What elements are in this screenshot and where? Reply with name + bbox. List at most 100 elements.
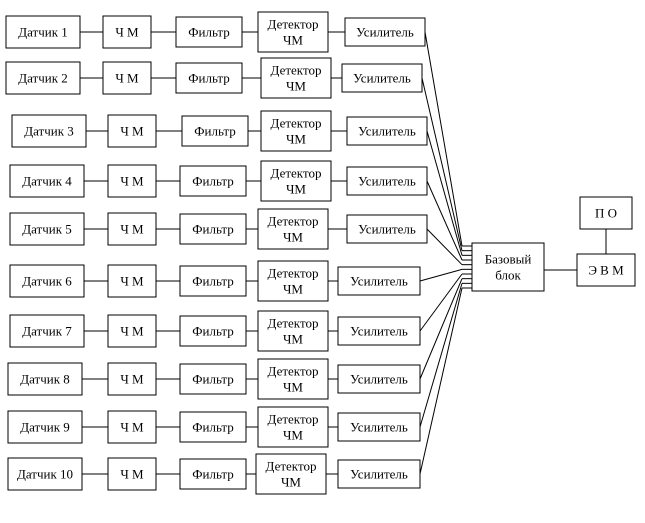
fm-block-5-label: Ч М xyxy=(120,222,144,237)
filter-block-9-label: Фильтр xyxy=(192,420,234,435)
amplifier-block-2-label: Усилитель xyxy=(353,71,411,86)
sensor-block-5-label: Датчик 5 xyxy=(22,222,72,237)
filter-block-8-frame xyxy=(179,363,247,395)
fm-block-3-frame xyxy=(107,114,157,148)
sensor-block-9-frame xyxy=(7,410,83,444)
amplifier-block-5-frame xyxy=(346,214,428,244)
detector-block-3-frame xyxy=(260,110,332,152)
amplifier-block-10-label: Усилитель xyxy=(350,467,408,482)
filter-block-2-label: Фильтр xyxy=(188,71,230,86)
sensor-block-6-label: Датчик 6 xyxy=(22,274,72,289)
sensor-block-4-frame xyxy=(9,164,85,198)
sensor-block-7-label: Датчик 7 xyxy=(22,324,72,339)
connector-amplifier-base-10 xyxy=(419,287,463,475)
filter-block-5-label: Фильтр xyxy=(192,222,234,237)
computer-block: Э В М xyxy=(576,253,636,287)
fm-block-3: Ч М xyxy=(107,114,157,148)
filter-block-3-label: Фильтр xyxy=(194,124,236,139)
filter-block-10-frame xyxy=(179,458,247,490)
fm-block-9: Ч М xyxy=(107,410,157,444)
amplifier-block-2: Усилитель xyxy=(341,63,423,93)
fm-block-9-frame xyxy=(107,410,157,444)
sensor-block-3-label: Датчик 3 xyxy=(24,124,74,139)
sensor-block-8-label: Датчик 8 xyxy=(20,372,70,387)
filter-block-4-frame xyxy=(179,165,247,197)
detector-block-2-frame xyxy=(260,57,332,99)
sensor-block-4-label: Датчик 4 xyxy=(22,174,72,189)
fm-block-5: Ч М xyxy=(107,212,157,246)
filter-block-6-frame xyxy=(179,265,247,297)
fm-block-1-label: Ч М xyxy=(115,25,139,40)
filter-block-1-label: Фильтр xyxy=(188,25,230,40)
detector-block-1-frame xyxy=(257,11,329,53)
software-block-frame xyxy=(579,196,633,230)
detector-block-4-frame xyxy=(260,160,332,202)
sensor-block-7: Датчик 7 xyxy=(9,314,85,348)
sensor-block-6-frame xyxy=(9,264,85,298)
detector-block-2-label-2: ЧМ xyxy=(286,79,306,94)
amplifier-block-1: Усилитель xyxy=(344,17,426,47)
amplifier-block-5: Усилитель xyxy=(346,214,428,244)
sensor-block-3-frame xyxy=(11,114,87,148)
connector-amplifier-base-1 xyxy=(424,31,463,247)
fm-block-4-frame xyxy=(107,164,157,198)
amplifier-block-5-label: Усилитель xyxy=(358,222,416,237)
filter-block-7: Фильтр xyxy=(179,315,247,347)
software-block: П О xyxy=(579,196,633,230)
fm-block-7: Ч М xyxy=(107,314,157,348)
software-block-label: П О xyxy=(595,206,617,221)
detector-block-5-label-1: Детектор xyxy=(268,214,319,229)
amplifier-block-2-frame xyxy=(341,63,423,93)
base-unit-block-label-1: Базовый xyxy=(485,252,532,267)
computer-block-frame xyxy=(576,253,636,287)
fm-block-8-label: Ч М xyxy=(120,372,144,387)
connector-amplifier-base-6 xyxy=(419,268,463,282)
filter-block-10: Фильтр xyxy=(179,458,247,490)
filter-block-9-frame xyxy=(179,411,247,443)
amplifier-block-3-frame xyxy=(346,116,428,146)
filter-block-2-frame xyxy=(175,62,243,94)
connector-amplifier-base-5 xyxy=(426,228,463,266)
filter-block-6: Фильтр xyxy=(179,265,247,297)
fm-block-2: Ч М xyxy=(102,61,152,95)
fm-block-1: Ч М xyxy=(102,15,152,49)
filter-block-3-frame xyxy=(181,115,249,147)
fm-block-6-frame xyxy=(107,264,157,298)
detector-block-6-label-2: ЧМ xyxy=(283,282,303,297)
sensor-block-9: Датчик 9 xyxy=(7,410,83,444)
detector-block-10-label-1: Детектор xyxy=(266,459,317,474)
sensor-block-3: Датчик 3 xyxy=(11,114,87,148)
amplifier-block-9: Усилитель xyxy=(337,412,421,442)
amplifier-block-7-label: Усилитель xyxy=(350,324,408,339)
amplifier-block-3-label: Усилитель xyxy=(358,124,416,139)
connector-amplifier-base-9 xyxy=(419,283,463,428)
amplifier-block-1-frame xyxy=(344,17,426,47)
detector-block-8-label-1: Детектор xyxy=(268,364,319,379)
filter-block-8: Фильтр xyxy=(179,363,247,395)
detector-block-6-frame xyxy=(257,260,329,302)
amplifier-block-6-frame xyxy=(337,266,421,296)
sensor-block-1-label: Датчик 1 xyxy=(18,25,68,40)
detector-block-8-label-2: ЧМ xyxy=(283,380,303,395)
sensor-block-1-frame xyxy=(5,15,81,49)
computer-block-label: Э В М xyxy=(588,263,624,278)
sensor-block-2-label: Датчик 2 xyxy=(18,71,68,86)
detector-block-9-frame xyxy=(257,406,329,448)
sensor-block-2: Датчик 2 xyxy=(5,61,81,95)
amplifier-block-10-frame xyxy=(337,459,421,489)
sensor-block-10: Датчик 10 xyxy=(7,457,83,491)
filter-block-5-frame xyxy=(179,213,247,245)
base-unit-block-label-2: блок xyxy=(495,268,521,283)
sensor-block-1: Датчик 1 xyxy=(5,15,81,49)
detector-block-9-label-1: Детектор xyxy=(268,412,319,427)
